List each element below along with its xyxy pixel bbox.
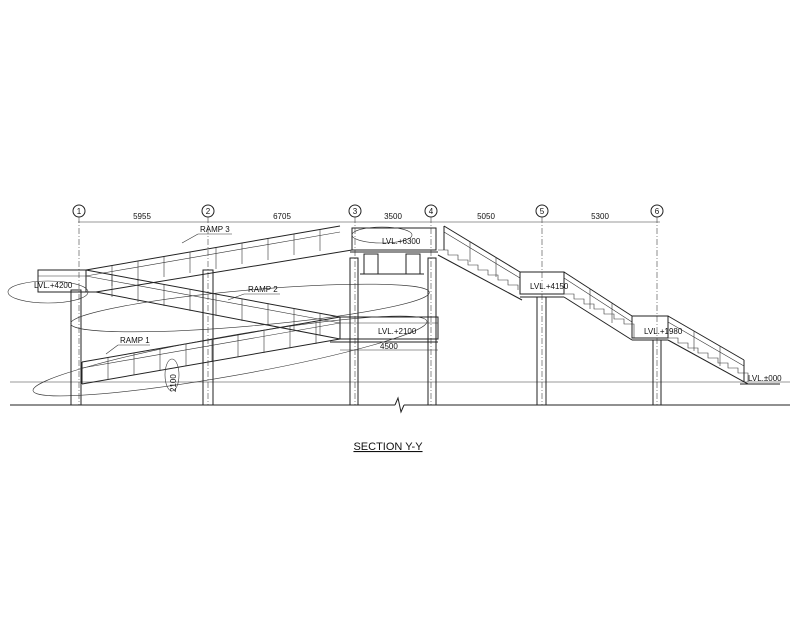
break-symbol (394, 396, 405, 414)
span-5-6: 5300 (591, 212, 609, 221)
grid-label-5: 5 (540, 207, 545, 216)
grid-label-1: 1 (77, 207, 82, 216)
grid-line-5: 5 (535, 204, 549, 405)
ramp-3 (85, 225, 353, 293)
grid-label-2: 2 (206, 207, 211, 216)
revision-clouds (7, 226, 430, 397)
level-000: LVL.±000 (748, 374, 782, 383)
level-4150: LVL.+4150 (530, 282, 569, 291)
grid-line-2: 2 (201, 204, 215, 405)
staircase (437, 225, 780, 385)
level-2100: LVL.+2100 (378, 327, 417, 336)
grid-line-3: 3 (348, 204, 362, 405)
grid-label-3: 3 (353, 207, 358, 216)
ramp-2-label: RAMP 2 (248, 285, 278, 294)
dim-rise: 2100 (169, 374, 178, 392)
grid-line-6: 6 (650, 204, 664, 405)
grid-line-4: 4 (424, 204, 438, 405)
landing-6300 (350, 227, 438, 275)
span-1-2: 5955 (133, 212, 151, 221)
dim-width: 4500 (380, 342, 398, 351)
span-4-5: 5050 (477, 212, 495, 221)
span-2-3: 6705 (273, 212, 291, 221)
ramp-3-label: RAMP 3 (200, 225, 230, 234)
level-6300: LVL.+6300 (382, 237, 421, 246)
grid-label-6: 6 (655, 207, 660, 216)
level-1980: LVL.+1980 (644, 327, 683, 336)
grid-label-4: 4 (429, 207, 434, 216)
level-4200: LVL.+4200 (34, 281, 73, 290)
span-3-4: 3500 (384, 212, 402, 221)
ramp-1-label: RAMP 1 (120, 336, 150, 345)
ramp-1 (81, 316, 341, 385)
grid-line-1: 1 (72, 204, 86, 405)
section-title: SECTION Y-Y (353, 441, 423, 453)
